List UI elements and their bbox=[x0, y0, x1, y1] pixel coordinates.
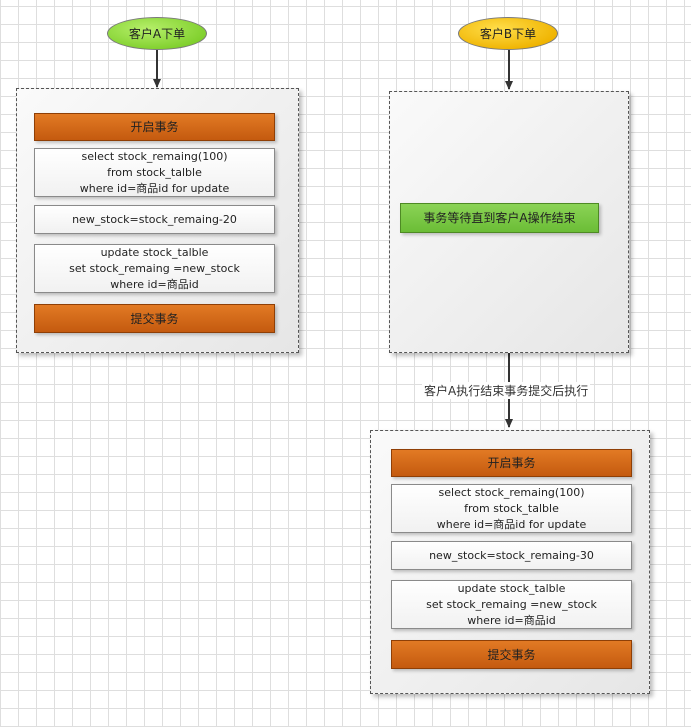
client-a-update-line-1: update stock_talble bbox=[100, 245, 209, 259]
client-b-wait-label: 事务等待直到客户A操作结束 bbox=[423, 211, 576, 225]
client-b-begin-label: 开启事务 bbox=[487, 456, 536, 470]
client-a-select-query: select stock_remaing(100) from stock_tal… bbox=[34, 148, 275, 197]
client-a-start-label: 客户A下单 bbox=[128, 27, 186, 41]
client-a-select-line-3: where id=商品id for update bbox=[79, 181, 230, 195]
client-a-update-query: update stock_talble set stock_remaing =n… bbox=[34, 244, 275, 293]
client-a-update-line-3: where id=商品id bbox=[110, 277, 199, 291]
client-b-update-line-1: update stock_talble bbox=[457, 581, 566, 595]
client-b-compute-label: new_stock=stock_remaing-30 bbox=[429, 548, 594, 562]
client-a-update-line-2: set stock_remaing =new_stock bbox=[69, 261, 240, 275]
client-a-commit-label: 提交事务 bbox=[130, 311, 179, 326]
client-a-compute-stock: new_stock=stock_remaing-20 bbox=[34, 205, 275, 234]
client-b-update-line-2: set stock_remaing =new_stock bbox=[426, 597, 597, 611]
client-b-update-query: update stock_talble set stock_remaing =n… bbox=[391, 580, 632, 629]
client-a-begin-label: 开启事务 bbox=[130, 120, 179, 134]
client-b-select-query: select stock_remaing(100) from stock_tal… bbox=[391, 484, 632, 533]
client-a-start-node: 客户A下单 bbox=[107, 17, 207, 50]
client-a-select-line-2: from stock_talble bbox=[107, 165, 202, 179]
client-b-select-line-2: from stock_talble bbox=[464, 501, 559, 515]
client-b-wait-box: 事务等待直到客户A操作结束 bbox=[400, 203, 599, 233]
client-a-compute-label: new_stock=stock_remaing-20 bbox=[72, 212, 237, 226]
client-b-update-line-3: where id=商品id bbox=[467, 613, 556, 627]
client-b-begin-transaction: 开启事务 bbox=[391, 449, 632, 477]
client-b-start-label: 客户B下单 bbox=[479, 27, 537, 41]
client-a-commit-transaction: 提交事务 bbox=[34, 304, 275, 333]
client-b-start-node: 客户B下单 bbox=[458, 17, 558, 50]
client-b-commit-transaction: 提交事务 bbox=[391, 640, 632, 669]
client-a-begin-transaction: 开启事务 bbox=[34, 113, 275, 141]
client-b-compute-stock: new_stock=stock_remaing-30 bbox=[391, 541, 632, 570]
client-b-commit-label: 提交事务 bbox=[487, 647, 536, 662]
client-b-select-line-1: select stock_remaing(100) bbox=[438, 485, 585, 499]
client-a-select-line-1: select stock_remaing(100) bbox=[81, 149, 228, 163]
transition-note: 客户A执行结束事务提交后执行 bbox=[422, 382, 591, 399]
client-b-select-line-3: where id=商品id for update bbox=[436, 517, 587, 531]
